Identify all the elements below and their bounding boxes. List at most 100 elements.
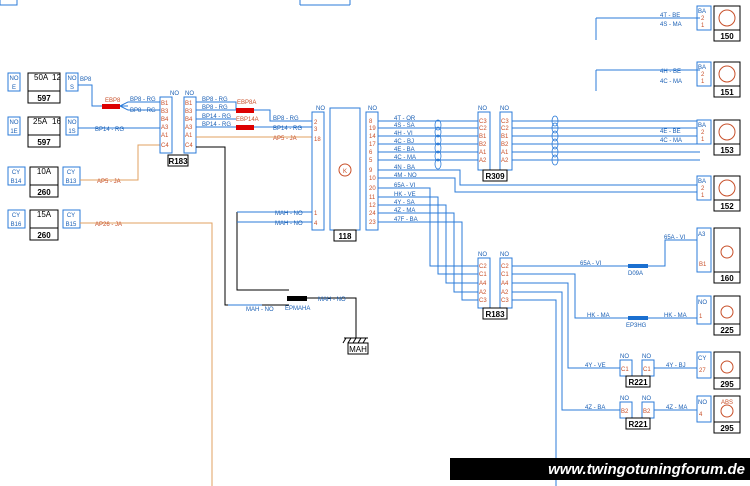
wire-label: 65A - VI — [580, 261, 602, 267]
svg-text:NO: NO — [642, 396, 651, 402]
svg-text:BP8 - RG: BP8 - RG — [130, 97, 156, 103]
svg-text:BP14 - RG: BP14 - RG — [273, 126, 302, 132]
ecu-out-label: 4Y - SA — [394, 200, 415, 206]
svg-text:15A: 15A — [37, 210, 52, 219]
wire-label: 4Y - BJ — [666, 363, 686, 369]
watermark-band — [450, 458, 750, 480]
ecu-out-label: 65A - VI — [394, 183, 416, 189]
ecu-out-pin: 24 — [369, 211, 376, 217]
ecu-out-pin: 23 — [369, 220, 376, 226]
svg-text:18: 18 — [314, 137, 321, 143]
fuse-3: CY B14 10A 260 CY B13 — [7, 166, 81, 198]
fuse-1: NO E 50A 12 597 NO S — [7, 72, 79, 104]
svg-text:295: 295 — [720, 424, 734, 433]
svg-text:B4: B4 — [161, 117, 169, 123]
svg-text:BP8 - RG: BP8 - RG — [202, 97, 228, 103]
svg-text:10A: 10A — [37, 167, 52, 176]
svg-text:260: 260 — [37, 231, 51, 240]
r309-pin-r: B1 — [501, 134, 509, 140]
svg-text:160: 160 — [720, 274, 734, 283]
svg-text:CY: CY — [12, 213, 20, 219]
r183r-pin-r: A2 — [501, 290, 509, 296]
svg-text:1E: 1E — [10, 129, 17, 135]
svg-text:R221: R221 — [628, 420, 648, 429]
svg-text:BP8: BP8 — [80, 77, 92, 83]
svg-text:B15: B15 — [66, 222, 77, 228]
svg-text:A1: A1 — [185, 133, 193, 139]
svg-text:B1: B1 — [161, 101, 169, 107]
svg-text:BP8 - RG: BP8 - RG — [130, 108, 156, 114]
ecu-out-label: 4E - BA — [394, 147, 415, 153]
svg-text:CY: CY — [67, 213, 75, 219]
r309-pin-r: A1 — [501, 150, 509, 156]
splice-ep3hg — [628, 316, 648, 320]
svg-text:K: K — [343, 169, 347, 175]
lamp-icon — [718, 9, 736, 27]
ecu-out-pin: 11 — [369, 195, 376, 201]
r183r-pin-l: A2 — [479, 290, 487, 296]
ecu-out-label: 4M - NO — [394, 173, 417, 179]
ecu-out-pin: 12 — [369, 203, 376, 209]
svg-text:597: 597 — [37, 94, 51, 103]
svg-text:118: 118 — [339, 232, 352, 241]
svg-text:B4: B4 — [185, 117, 193, 123]
svg-text:B16: B16 — [11, 222, 22, 228]
device-icon — [720, 305, 734, 319]
svg-text:152: 152 — [720, 202, 734, 211]
connector-r183-right: NO NO R183 — [477, 252, 513, 320]
ecu-out-pin: 19 — [369, 126, 376, 132]
twist-icon — [434, 158, 442, 170]
svg-text:2: 2 — [314, 120, 318, 126]
svg-text:CY: CY — [67, 170, 75, 176]
svg-text:A3: A3 — [698, 232, 706, 238]
svg-text:C1: C1 — [621, 367, 629, 373]
wire-label: 4E - BE — [660, 129, 681, 135]
svg-text:AP5 - JA: AP5 - JA — [273, 136, 297, 142]
wire-label: HK - MA — [587, 313, 610, 319]
r183r-pin-r: C3 — [501, 298, 509, 304]
splice-ebp8 — [102, 104, 120, 109]
svg-text:1: 1 — [701, 137, 705, 143]
svg-text:CY: CY — [698, 356, 706, 362]
r183r-pin-r: A4 — [501, 281, 509, 287]
svg-text:B2: B2 — [643, 409, 651, 415]
ecu-out-label: 4N - BA — [394, 165, 415, 171]
svg-text:E: E — [12, 85, 16, 91]
svg-text:BP14 - RG: BP14 - RG — [202, 122, 231, 128]
ground-symbol: MAH — [342, 337, 369, 355]
svg-text:NO: NO — [316, 106, 325, 112]
svg-text:MAH - NO: MAH - NO — [275, 211, 303, 217]
svg-text:B13: B13 — [66, 179, 77, 185]
wire-ap5 — [80, 144, 160, 181]
splice-ebp14a — [236, 125, 254, 130]
svg-text:2: 2 — [701, 16, 705, 22]
svg-text:1: 1 — [314, 211, 318, 217]
ecu-out-label: 47F - BA — [394, 217, 418, 223]
svg-text:A3: A3 — [185, 125, 193, 131]
r309-pin-l: A1 — [479, 150, 487, 156]
svg-text:MAH - NO: MAH - NO — [246, 307, 274, 313]
r309-pin-l: C2 — [479, 126, 487, 132]
r309-pin-l: A2 — [479, 158, 487, 164]
svg-text:BA: BA — [698, 65, 706, 71]
twist-icon — [434, 119, 442, 131]
wire-label: HK - MA — [664, 313, 687, 319]
svg-text:260: 260 — [37, 188, 51, 197]
device-icon — [720, 245, 734, 259]
svg-text:NO: NO — [478, 106, 487, 112]
svg-text:NO: NO — [10, 120, 19, 126]
device-icon — [720, 360, 734, 374]
svg-text:2: 2 — [701, 72, 705, 78]
svg-text:NO: NO — [368, 106, 377, 112]
ecu-out-pin: 17 — [369, 142, 376, 148]
svg-text:EBP8A: EBP8A — [237, 100, 256, 106]
svg-text:BA: BA — [698, 123, 706, 129]
ecu-out-label: 4C - MA — [394, 155, 416, 161]
svg-text:NO: NO — [642, 354, 651, 360]
